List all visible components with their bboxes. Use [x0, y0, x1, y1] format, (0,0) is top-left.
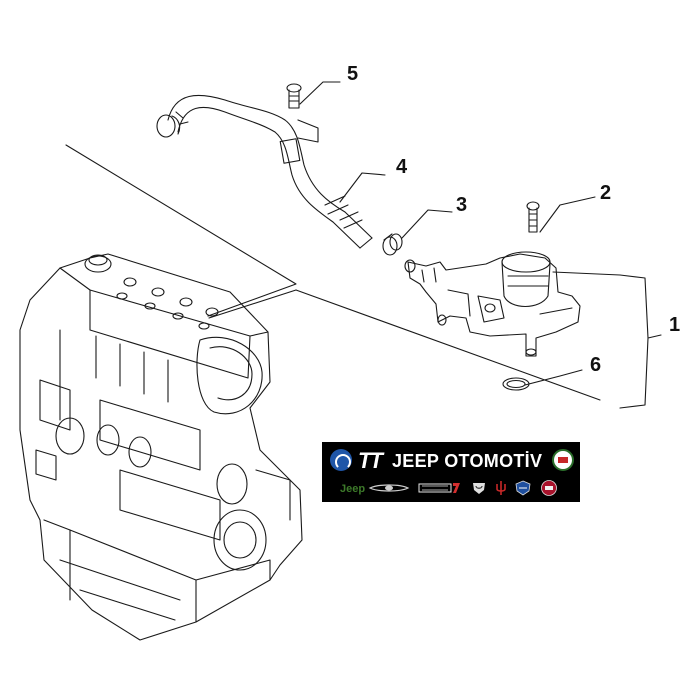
breather-hose	[156, 94, 373, 249]
oil-separator-part-1	[404, 251, 581, 357]
callout-part-6: 6	[590, 354, 602, 376]
dodge-icon	[418, 480, 462, 496]
brand-logo-row: Jeep	[322, 478, 580, 500]
mopar-icon	[330, 449, 352, 471]
ram-icon	[471, 480, 487, 496]
hose-clamp-part-3	[382, 233, 403, 256]
dealer-banner: TT JEEP OTOMOTİV Jeep	[322, 442, 580, 502]
maserati-icon	[494, 480, 508, 496]
fiat-icon	[540, 480, 558, 496]
callout-part-4: 4	[396, 156, 408, 178]
banner-top-row: TT JEEP OTOMOTİV	[322, 446, 580, 476]
tt-logo-mark: TT	[358, 448, 383, 473]
gasket-part-6	[502, 377, 530, 391]
svg-text:Jeep: Jeep	[340, 483, 365, 495]
callout-part-5: 5	[347, 63, 359, 85]
callout-part-2: 2	[600, 182, 612, 204]
callout-part-1: 1	[669, 314, 681, 336]
company-name: JEEP OTOMOTİV	[392, 451, 543, 471]
alfa-romeo-icon	[552, 449, 574, 471]
leader-lines	[65, 81, 662, 409]
bolt-part-5	[286, 83, 302, 109]
jeep-icon: Jeep	[340, 480, 366, 496]
callout-part-3: 3	[456, 194, 468, 216]
lancia-icon	[515, 480, 531, 496]
bolt-part-2	[526, 201, 540, 233]
chrysler-icon	[368, 480, 410, 496]
engine-block	[19, 253, 303, 641]
